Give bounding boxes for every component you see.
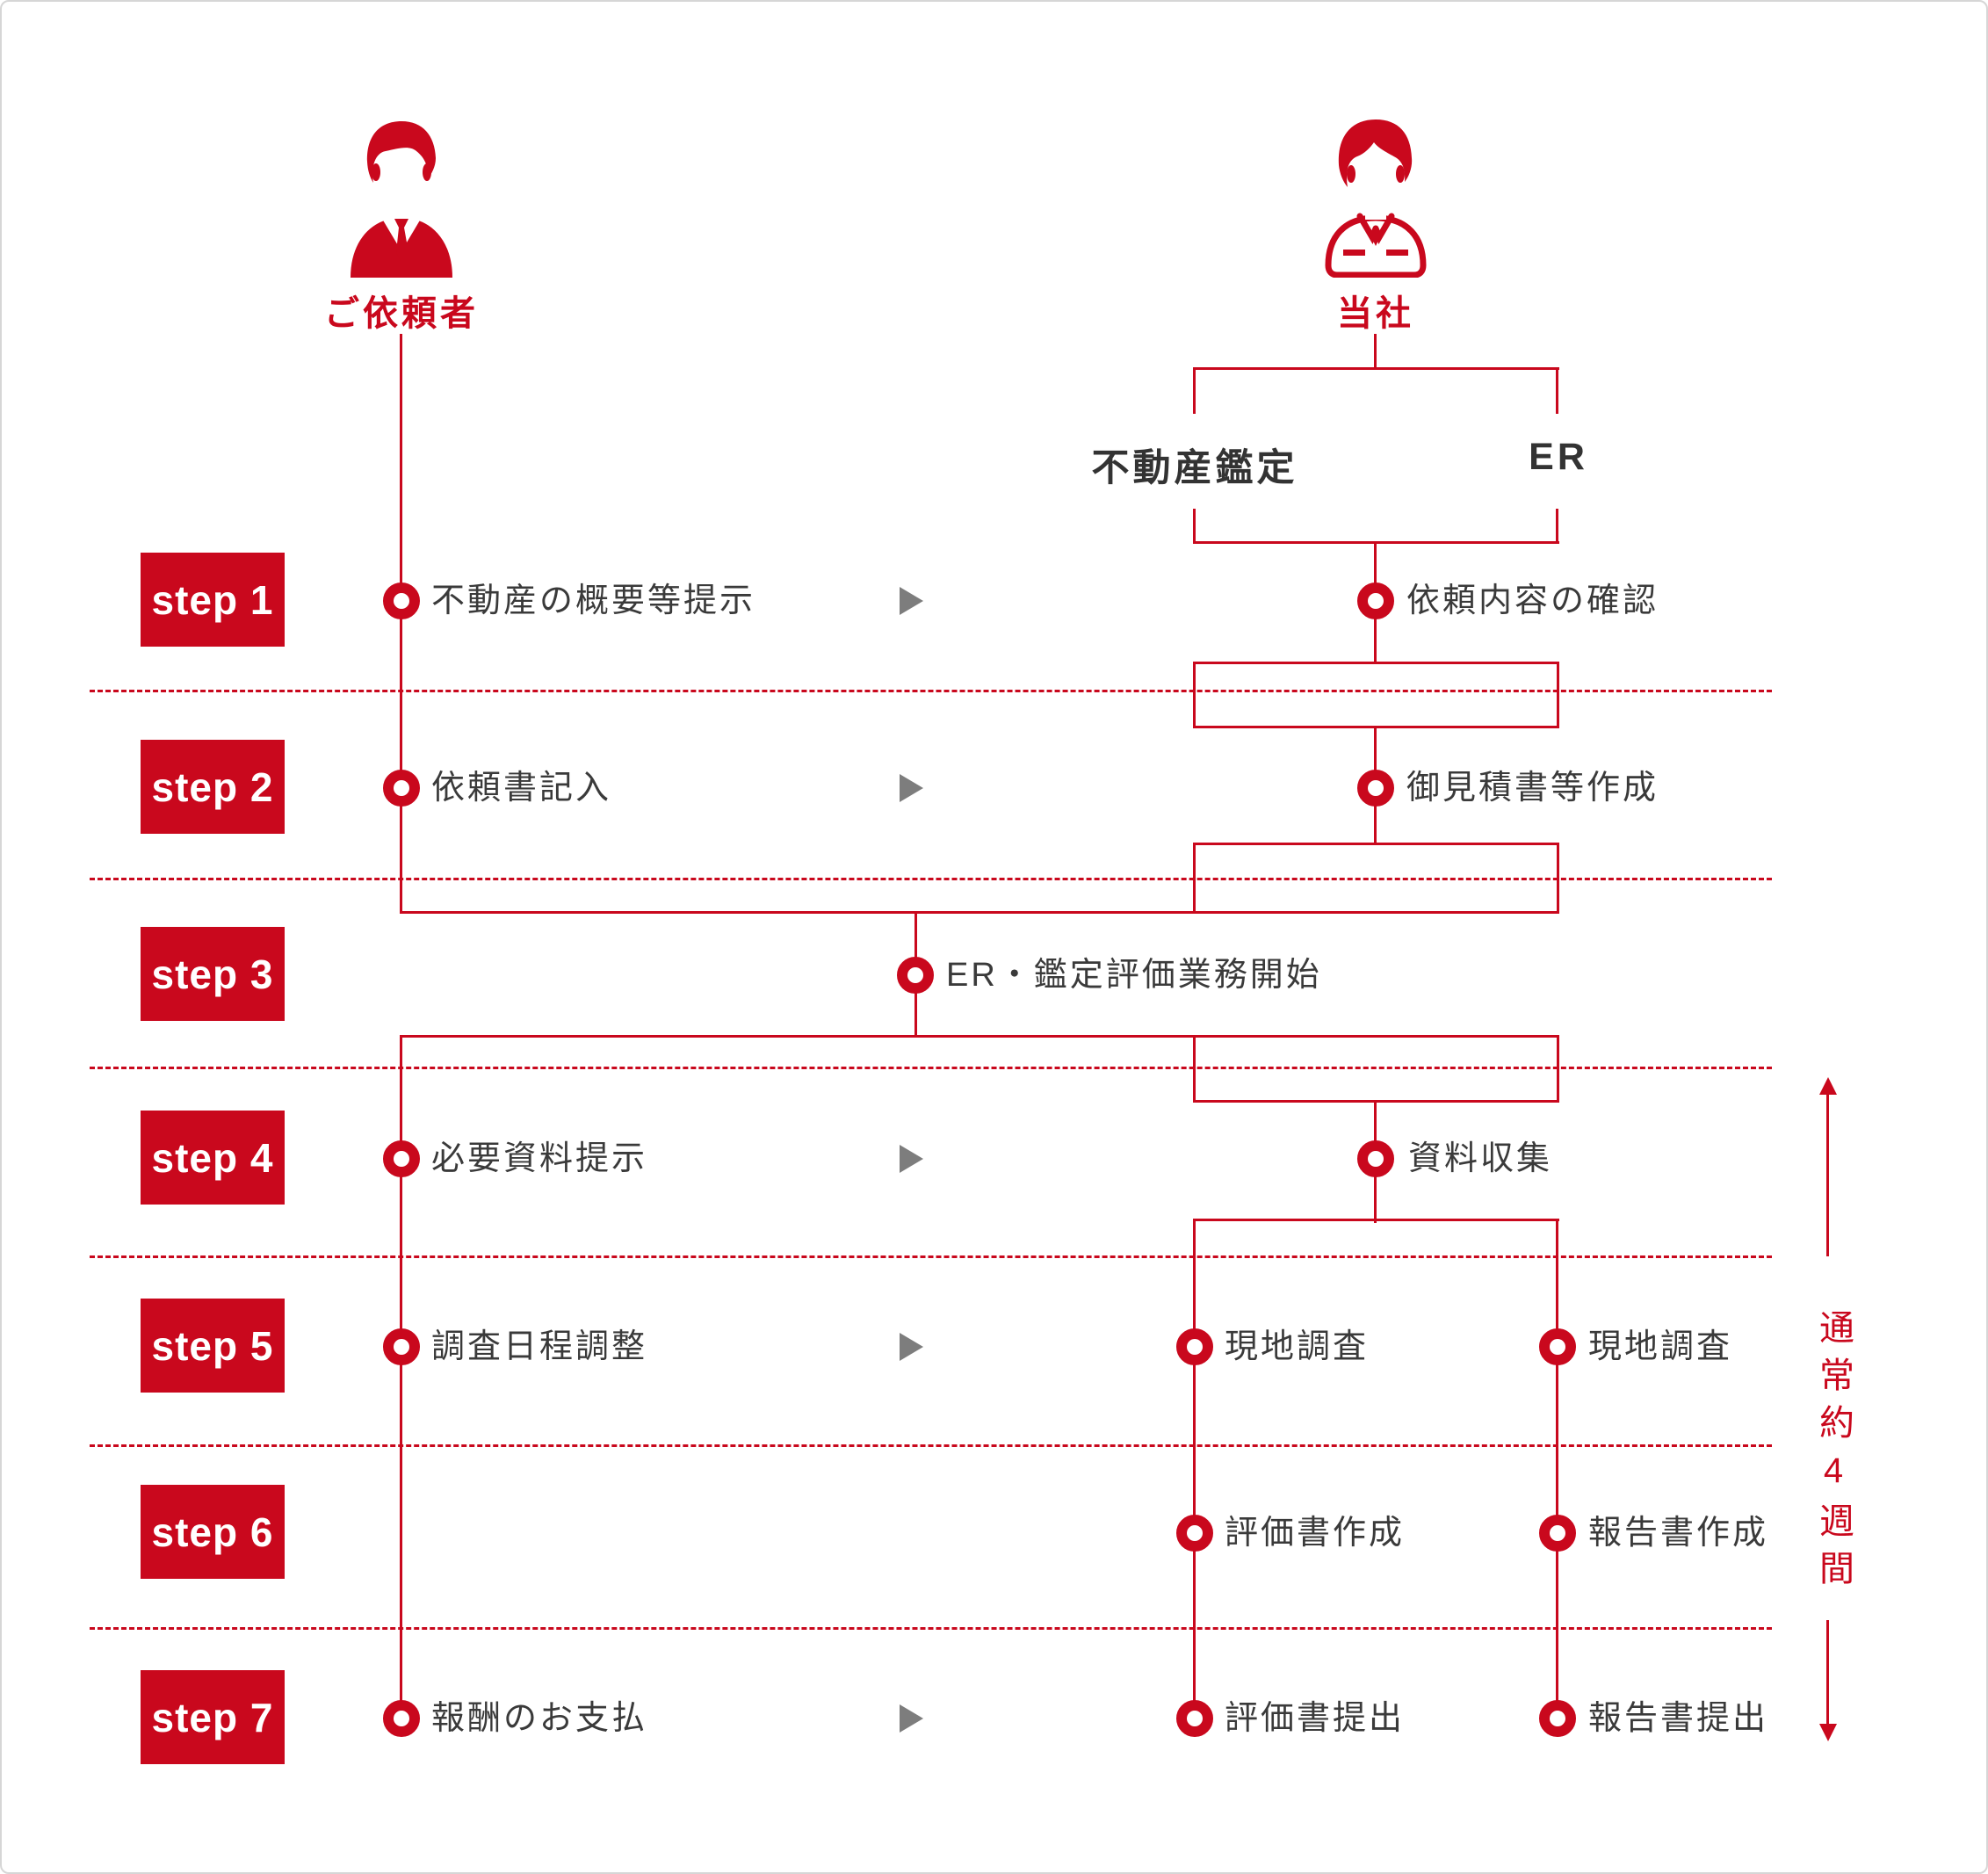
separator-2-3: [90, 878, 1772, 880]
right-triangle-arrow-icon: [900, 587, 923, 615]
arrow-down-icon: [1819, 1724, 1837, 1741]
milestone-dot-icon: [1357, 1140, 1394, 1177]
branch-right-stub-lower: [1556, 509, 1558, 544]
client-actor-label: ご依頼者: [324, 294, 479, 333]
separator-4-5: [90, 1255, 1772, 1258]
right-triangle-arrow-icon: [900, 1704, 923, 1733]
milestone-dot-icon: [1176, 1700, 1213, 1737]
split-line-after-step3: [400, 1035, 1559, 1038]
step5-left-label: 現地調査: [1225, 1328, 1370, 1365]
duration-arrow-upper-line: [1826, 1093, 1829, 1256]
milestone-dot-icon: [1539, 1328, 1576, 1365]
right-triangle-arrow-icon: [900, 774, 923, 802]
step5-client-label: 調査日程調整: [431, 1328, 648, 1365]
milestone-dot-icon: [1176, 1515, 1213, 1552]
milestone-dot-icon: [383, 770, 420, 807]
duration-arrow-lower-line: [1826, 1620, 1829, 1726]
client-timeline-upper: [400, 334, 402, 914]
milestone-dot-icon: [1539, 1700, 1576, 1737]
client-timeline-lower: [400, 1035, 402, 1718]
milestone-dot-icon: [1176, 1328, 1213, 1365]
step7-right-label: 報告書提出: [1588, 1700, 1769, 1737]
split-bracket-step4: [1193, 1219, 1559, 1221]
separator-6-7: [90, 1627, 1772, 1630]
branch-left-timeline: [1193, 1219, 1196, 1718]
branch-right-stub-upper: [1556, 367, 1558, 414]
company-actor-label: 当社: [1337, 294, 1414, 333]
branch-right-header: ER: [1529, 436, 1588, 478]
step4-company-label: 資料収集: [1408, 1140, 1553, 1177]
step-badge-6: step 6: [141, 1485, 285, 1579]
step4-client-label: 必要資料提示: [431, 1140, 648, 1177]
separator-1-2: [90, 690, 1772, 692]
step5-right-label: 現地調査: [1588, 1328, 1733, 1365]
milestone-dot-icon: [383, 1700, 420, 1737]
step-badge-4: step 4: [141, 1111, 285, 1205]
step-badge-1: step 1: [141, 553, 285, 647]
step-badge-7: step 7: [141, 1670, 285, 1764]
company-person-icon: [1325, 119, 1427, 278]
step1-client-label: 不動産の概要等提示: [431, 582, 756, 619]
milestone-dot-icon: [1357, 582, 1394, 619]
duration-note: 通常約4週間: [1814, 1309, 1853, 1597]
step6-right-label: 報告書作成: [1588, 1515, 1769, 1552]
milestone-dot-icon: [1357, 770, 1394, 807]
arrow-up-icon: [1819, 1077, 1837, 1095]
separator-5-6: [90, 1444, 1772, 1447]
branch-left-stub-lower: [1193, 509, 1196, 544]
step7-client-label: 報酬のお支払: [431, 1700, 648, 1737]
right-triangle-arrow-icon: [900, 1333, 923, 1361]
milestone-dot-icon: [1539, 1515, 1576, 1552]
branch-left-header: 不動産鑑定: [1091, 447, 1298, 489]
step-badge-2: step 2: [141, 740, 285, 834]
step3-center-label: ER・鑑定評価業務開始: [946, 957, 1322, 994]
separator-3-4: [90, 1067, 1772, 1069]
step7-left-label: 評価書提出: [1225, 1700, 1406, 1737]
company-stem-top: [1374, 334, 1377, 369]
merge-line-into-step3: [400, 911, 1559, 914]
hold-box-step1: [1193, 662, 1559, 728]
step-badge-3: step 3: [141, 927, 285, 1021]
branch-left-stub-upper: [1193, 367, 1196, 414]
step2-company-label: 御見積書等作成: [1406, 770, 1659, 807]
step2-client-label: 依頼書記入: [431, 770, 612, 807]
step6-left-label: 評価書作成: [1225, 1515, 1406, 1552]
branch-right-timeline: [1556, 1219, 1558, 1718]
client-person-icon: [351, 121, 452, 278]
milestone-dot-icon: [897, 957, 934, 994]
step1-company-label: 依頼内容の確認: [1406, 582, 1659, 619]
milestone-dot-icon: [383, 1140, 420, 1177]
step-badge-5: step 5: [141, 1299, 285, 1393]
split-bracket-top: [1193, 367, 1559, 370]
milestone-dot-icon: [383, 582, 420, 619]
milestone-dot-icon: [383, 1328, 420, 1365]
right-triangle-arrow-icon: [900, 1145, 923, 1173]
